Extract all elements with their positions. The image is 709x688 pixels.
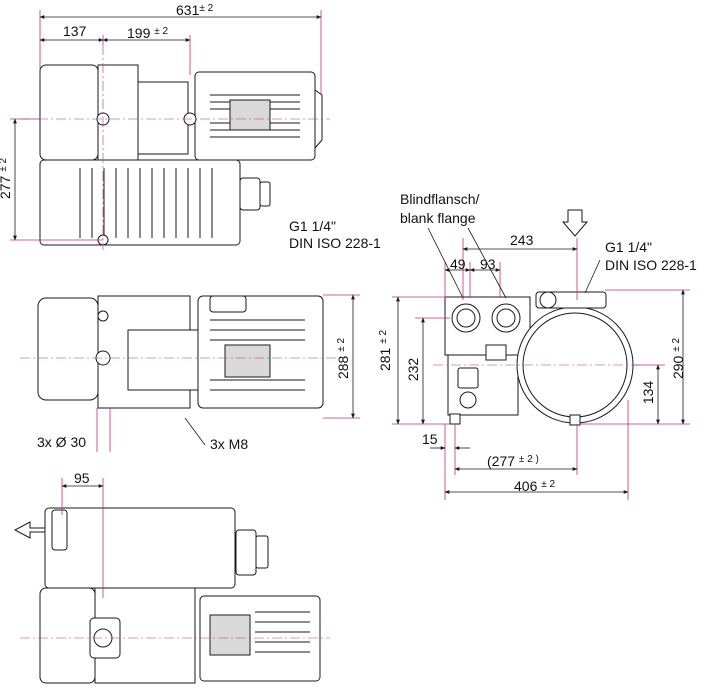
dimensions-view-3 — [61, 478, 104, 598]
dim-height-side-value: 288 — [335, 355, 352, 380]
dim-front-height-inner: 232 — [405, 357, 422, 382]
dim-height-top-tol: ± 2 — [0, 158, 9, 172]
dim-front-width-total-tol: ± 2 — [541, 479, 556, 490]
dimensions-view-4 — [392, 227, 690, 500]
dim-foot-span: 199 ± 2 — [127, 24, 168, 41]
exhaust-port — [51, 509, 68, 551]
dim-height-side-tol: ± 2 — [336, 337, 348, 352]
view-front-elevation — [433, 291, 640, 426]
dim-front-height-right-tol: ± 2 — [671, 337, 683, 352]
pump-head-lower — [39, 587, 96, 684]
dim-foot-span-value: 199 — [127, 25, 151, 41]
coupling-housing — [137, 81, 189, 155]
callout-port-left-thread: G1 1/4" — [289, 218, 336, 234]
view-bottom-plan — [20, 507, 330, 684]
exhaust-arrow-icon — [13, 521, 46, 539]
dimensions-view-1 — [10, 10, 322, 241]
dim-inlet-to-flange: 243 — [510, 232, 534, 248]
terminal-box-plan — [224, 344, 271, 378]
pump-fins-lower — [79, 168, 213, 238]
dim-front-height-total-tol: ± 2 — [378, 329, 390, 344]
motor-circle-inner — [522, 312, 628, 418]
dim-foot-span-tol: ± 2 — [154, 26, 169, 37]
knurled-cap-upper — [239, 177, 261, 211]
dim-front-height-right-value: 290 — [670, 355, 687, 380]
dim-overall-length-tol: ± 2 — [199, 3, 214, 14]
dim-front-foot-span-value: (277 — [487, 453, 516, 469]
dim-front-foot-span: (277 ± 2 ) — [487, 452, 539, 469]
dim-overall-length-value: 631 — [176, 2, 200, 18]
dim-front-width-total: 406 ± 2 — [514, 477, 555, 494]
dim-exhaust-offset: 95 — [74, 470, 90, 486]
dim-foot-hole: 3x Ø 30 — [37, 434, 87, 450]
terminal-box-upper — [229, 99, 271, 131]
dim-front-height-total: 281 ± 2 — [376, 330, 393, 371]
dimensions-view-2 — [96, 294, 360, 452]
inlet-valve — [539, 291, 557, 309]
dim-foot-offset-front: 15 — [422, 431, 438, 447]
dim-overall-length: 631± 2 — [176, 1, 213, 18]
dim-foot-thread: 3x M8 — [210, 436, 249, 452]
exhaust-filter-housing — [44, 507, 236, 589]
callout-port-right-std: DIN ISO 228-1 — [605, 257, 697, 273]
callout-port-right-thread: G1 1/4" — [605, 239, 652, 255]
dim-flange-a: 49 — [450, 256, 466, 272]
view-top-side-elevation — [20, 45, 330, 250]
motor-fins-lower-view — [255, 611, 310, 653]
callout-blind-flange-de: Blindflansch/ — [400, 191, 480, 207]
pump-head-upper — [39, 64, 99, 161]
callout-blind-flange-en: blank flange — [400, 210, 476, 226]
callout-port-left-std: DIN ISO 228-1 — [289, 235, 381, 251]
dim-flange-b: 93 — [480, 256, 496, 272]
dim-motor-offset: 137 — [63, 23, 87, 39]
dim-front-foot-span-tol: ± 2 ) — [518, 454, 539, 465]
inlet-arrow-icon — [561, 209, 589, 237]
coupling-plan — [127, 329, 199, 391]
motor-fins-plan — [210, 319, 305, 391]
pump-head-plan — [37, 297, 99, 401]
dim-height-top-value: 277 — [0, 175, 14, 200]
dim-front-width-total-value: 406 — [514, 478, 538, 494]
knurled-cap-lower — [235, 529, 257, 576]
pump-coupling-block — [97, 64, 139, 161]
dim-front-center-height: 134 — [640, 380, 657, 405]
view-middle-plan — [20, 295, 345, 409]
dim-height-side: 288 ± 2 — [334, 338, 351, 379]
dim-front-height-total-value: 281 — [377, 347, 394, 372]
dim-height-top: 277 ± 2 — [0, 158, 13, 199]
dim-front-height-right: 290 ± 2 — [669, 338, 686, 379]
